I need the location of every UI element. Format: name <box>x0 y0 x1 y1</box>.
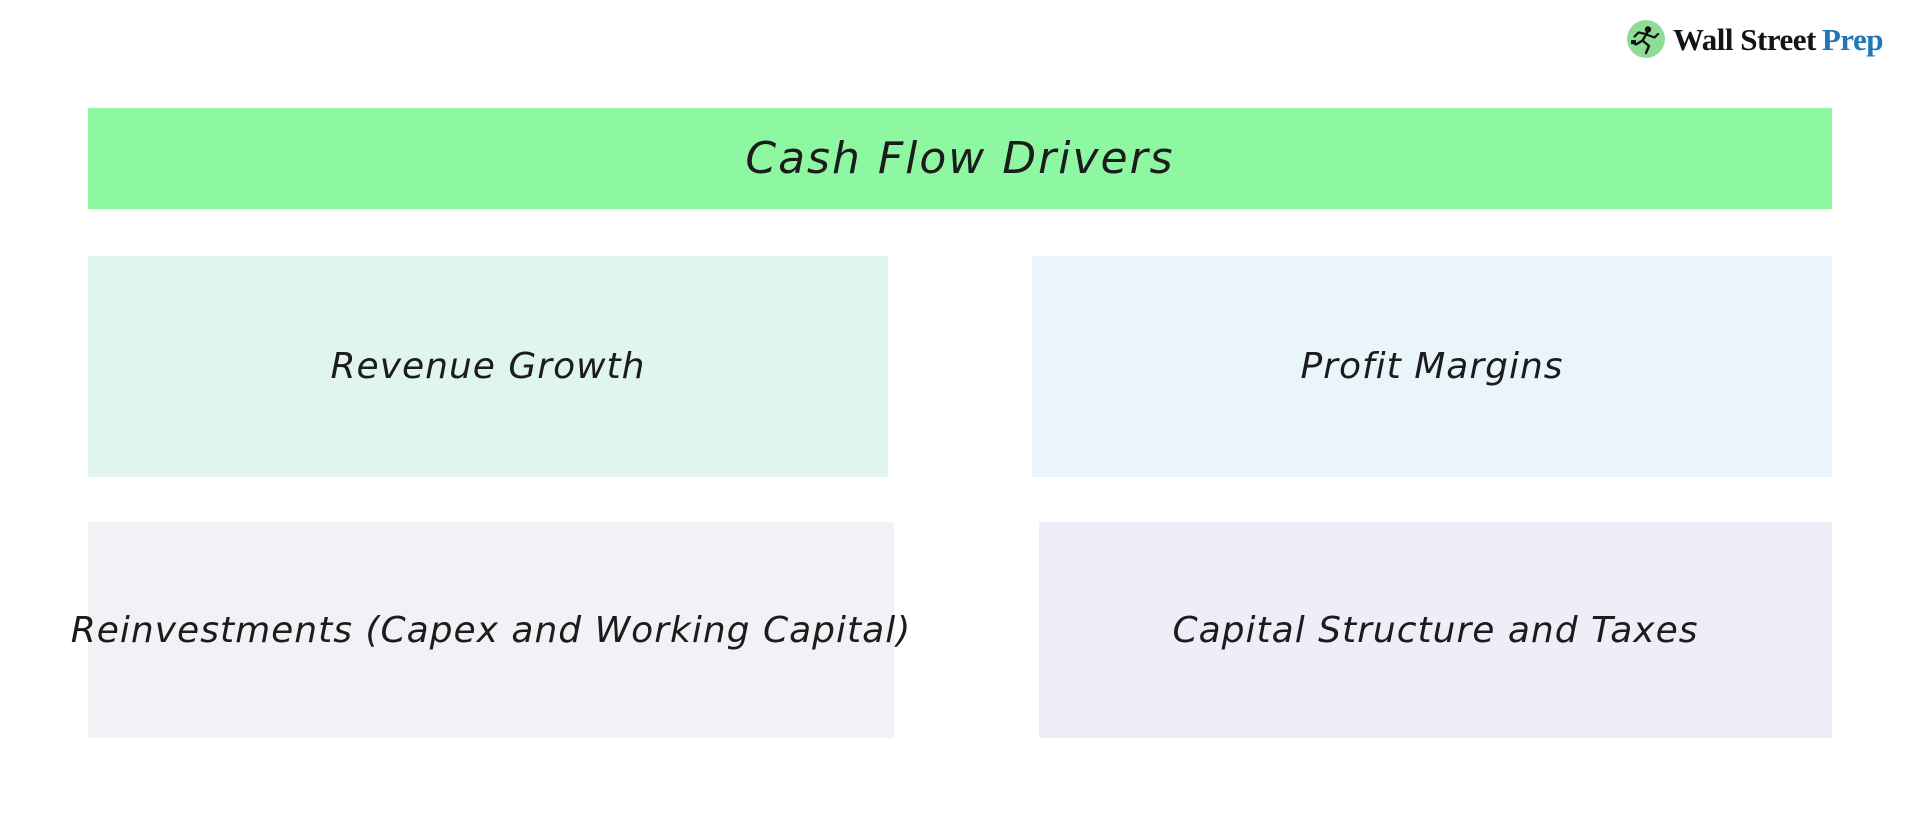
logo-text-wallstreet: Wall Street <box>1672 21 1816 57</box>
title-banner: Cash Flow Drivers <box>88 108 1832 209</box>
driver-label-capital-structure-taxes: Capital Structure and Taxes <box>1172 609 1699 651</box>
running-figure-icon <box>1626 20 1665 58</box>
driver-box-capital-structure-taxes: Capital Structure and Taxes <box>1039 522 1832 738</box>
logo-text-prep: Prep <box>1821 21 1884 57</box>
driver-box-reinvestments: Reinvestments (Capex and Working Capital… <box>71 522 910 738</box>
page-title: Cash Flow Drivers <box>745 133 1175 184</box>
driver-label-revenue-growth: Revenue Growth <box>330 346 646 387</box>
driver-box-profit-margins: Profit Margins <box>1032 256 1832 477</box>
driver-label-profit-margins: Profit Margins <box>1300 346 1564 387</box>
driver-label-reinvestments: Reinvestments (Capex and Working Capital… <box>70 609 912 651</box>
driver-box-revenue-growth: Revenue Growth <box>88 256 888 477</box>
